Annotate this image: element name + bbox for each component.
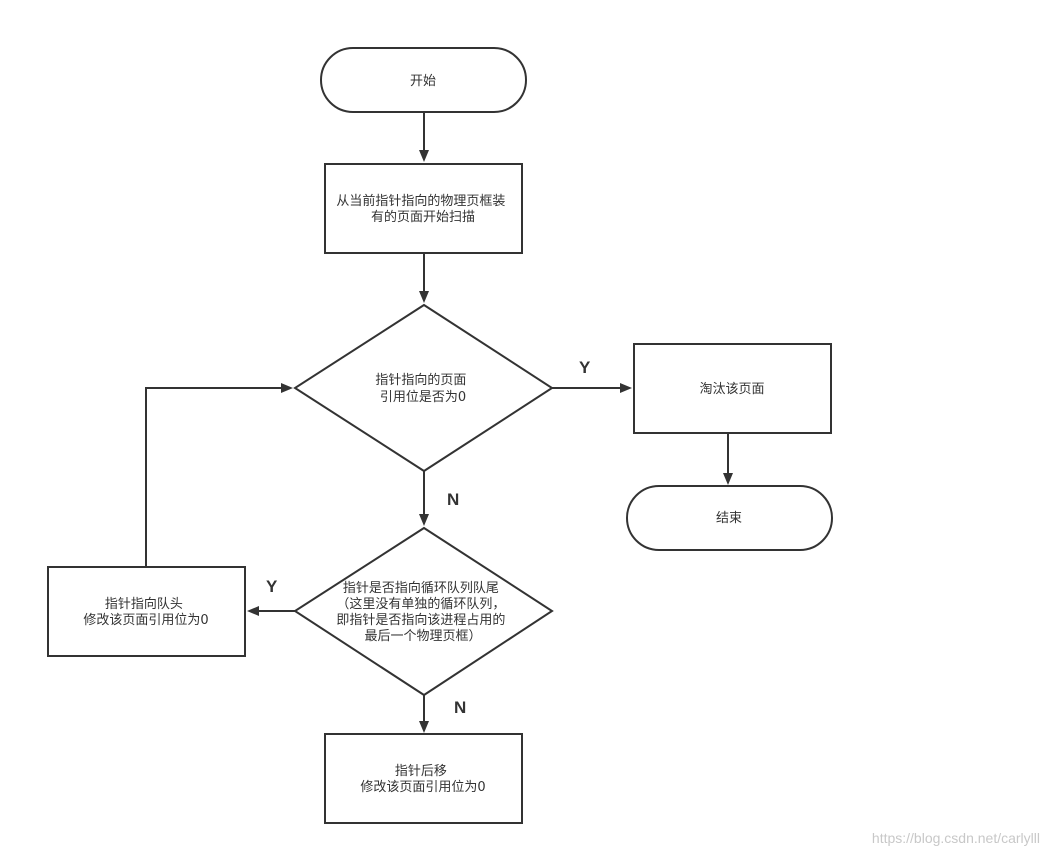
end-label: 结束 [716,511,742,526]
watermark-text: https://blog.csdn.net/carlylll [872,830,1040,846]
edge-check-ref-to-check-tail [419,471,429,526]
edge-check-tail-to-to-head [247,606,295,616]
check-tail-decision-diamond [293,526,554,697]
edge-label-ref-no: N [447,490,459,509]
node-check-tail: 指针是否指向循环队列队尾 （这里没有单独的循环队列， 即指针是否指向该进程占用的… [293,526,554,697]
scan-label: 从当前指针指向的物理页框装 有的页面开始扫描 [336,193,509,225]
evict-label: 淘汰该页面 [699,382,764,397]
edge-label-tail-no: N [454,698,466,717]
to-head-label: 指针指向队头 修改该页面引用位为0 [83,596,208,628]
node-start: 开始 [320,47,527,113]
edge-evict-to-end [723,433,733,485]
edge-label-ref-yes: Y [579,358,591,377]
evict-process-box [633,343,832,434]
edge-start-to-scan [419,112,429,162]
node-check-ref: 指针指向的页面 引用位是否为0 [293,303,554,473]
edges [145,112,733,733]
advance-process-box [324,733,523,824]
edge-check-tail-to-advance [419,695,429,733]
node-evict: 淘汰该页面 [633,343,832,434]
edge-scan-to-check-ref [419,253,429,303]
node-end: 结束 [626,485,833,551]
end-terminator [626,485,833,551]
node-scan: 从当前指针指向的物理页框装 有的页面开始扫描 [324,163,523,254]
check-ref-decision-diamond [293,303,554,473]
check-tail-label: 指针是否指向循环队列队尾 （这里没有单独的循环队列， 即指针是否指向该进程占用的… [336,580,509,644]
start-label: 开始 [410,74,436,89]
node-to-head: 指针指向队头 修改该页面引用位为0 [47,566,246,657]
scan-process-box [324,163,523,254]
to-head-process-box [47,566,246,657]
node-advance: 指针后移 修改该页面引用位为0 [324,733,523,824]
check-ref-label: 指针指向的页面 引用位是否为0 [375,372,470,405]
advance-label: 指针后移 修改该页面引用位为0 [360,764,485,795]
edge-label-tail-yes: Y [266,577,278,596]
edge-check-ref-to-evict [552,383,632,393]
edge-to-head-loop-to-check-ref [145,383,293,567]
start-terminator [320,47,527,113]
